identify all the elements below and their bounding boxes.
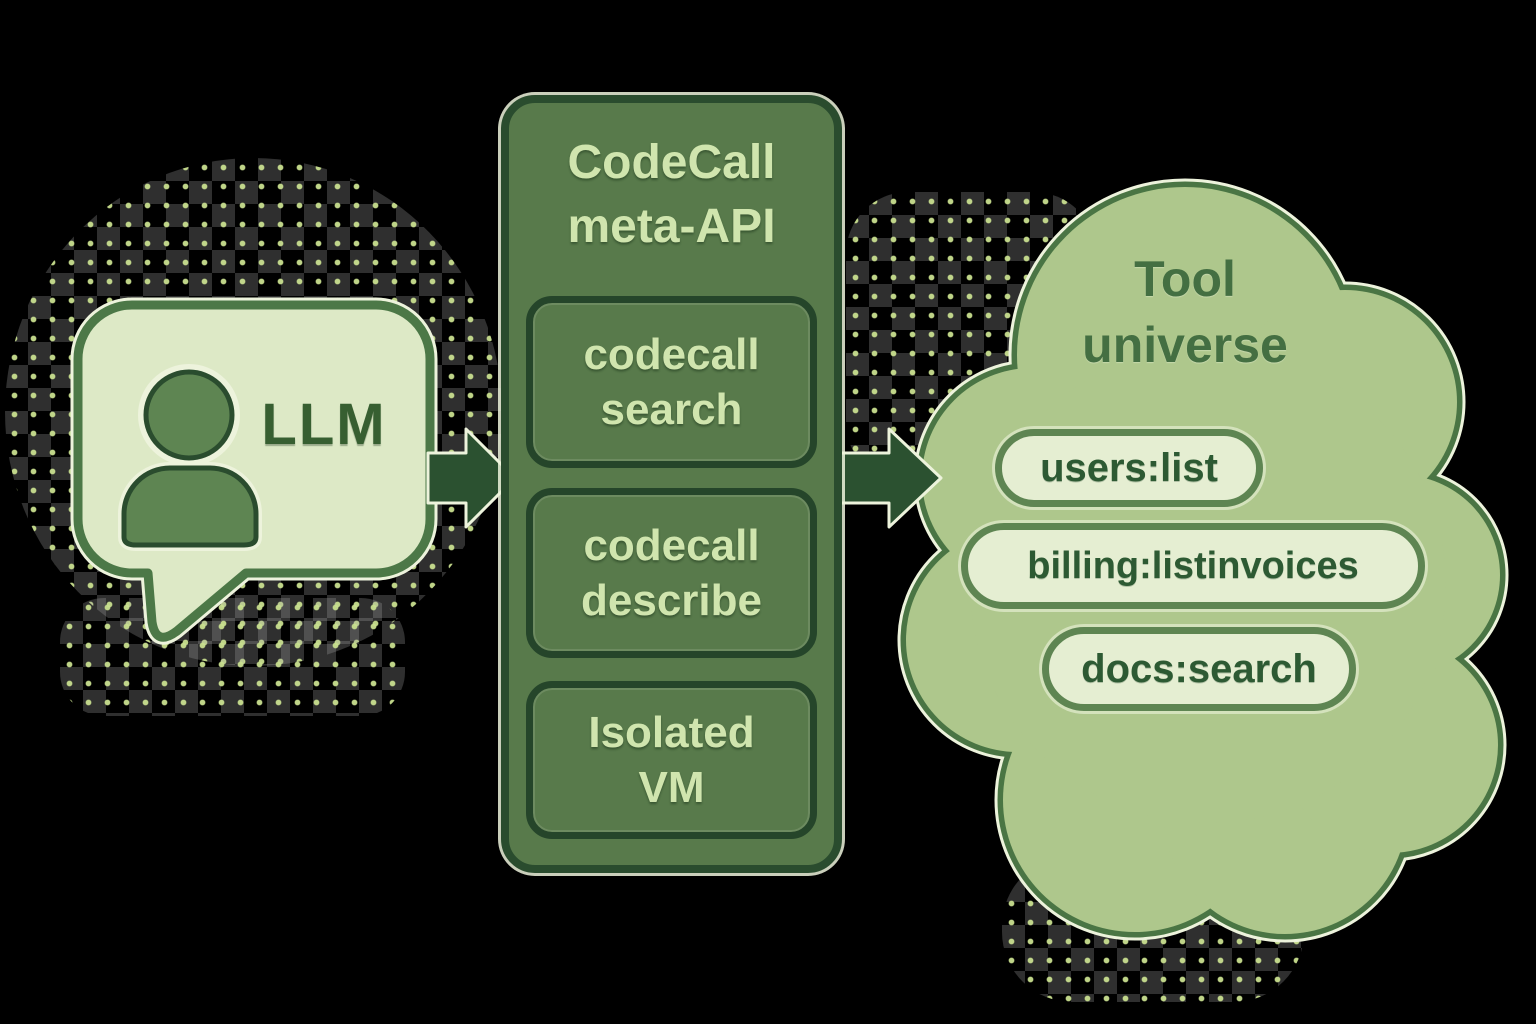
meta-api-title: CodeCall meta-API (509, 131, 834, 259)
tool-pill-label: users:list (1040, 445, 1218, 490)
cell-label-line1: Isolated (588, 708, 755, 757)
meta-api-title-line1: CodeCall (567, 136, 776, 189)
tool-universe-title-line1: Tool (1134, 251, 1236, 307)
meta-api-cell-isolated-vm: Isolated VM (526, 681, 817, 839)
tool-universe-title-line2: universe (1082, 317, 1288, 373)
tool-pill-label: billing:listinvoices (1027, 544, 1359, 587)
cell-label-line2: VM (638, 763, 705, 812)
tool-universe-title: Tool universe (1035, 246, 1335, 378)
meta-api-cell-codecall-describe: codecall describe (526, 488, 817, 658)
meta-api-panel: CodeCall meta-API codecall search codeca… (501, 95, 842, 873)
flow-arrow-right-icon (838, 427, 943, 529)
tool-pill-users-list: users:list (995, 429, 1263, 507)
cell-label-line2: search (600, 385, 743, 434)
tool-pill-billing-listinvoices: billing:listinvoices (961, 523, 1425, 609)
cell-label-line1: codecall (583, 330, 760, 379)
cell-label-line1: codecall (583, 521, 760, 570)
flow-arrow-left-icon (426, 427, 517, 529)
user-icon (124, 364, 256, 545)
tool-pill-label: docs:search (1081, 646, 1317, 691)
speech-bubble-shape (78, 305, 430, 637)
halftone-pattern-bottom-left (60, 598, 405, 716)
meta-api-title-line2: meta-API (567, 200, 776, 253)
llm-label: LLM (261, 391, 387, 457)
meta-api-cell-codecall-search: codecall search (526, 296, 817, 468)
cell-label-line2: describe (581, 576, 762, 625)
tool-pill-docs-search: docs:search (1042, 627, 1356, 711)
